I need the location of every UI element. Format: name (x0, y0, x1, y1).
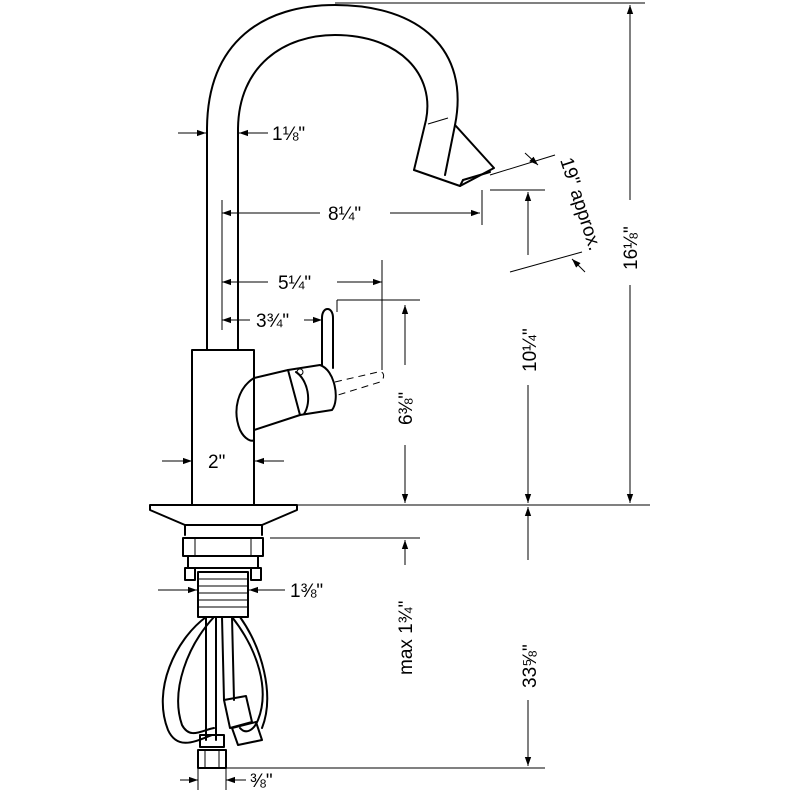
dim-spout-reach: 8¼" (328, 204, 361, 225)
supply-connection-fitting (199, 734, 225, 748)
spray-head (413, 124, 495, 187)
spout-gooseneck (206, 4, 459, 351)
dim-aerator-diameter: 1⅛" (272, 124, 305, 145)
handle-hub (235, 377, 255, 442)
supply-hose-right (231, 616, 264, 733)
faucet-body (191, 349, 255, 506)
dim-handle-reach: 5¼" (278, 273, 311, 294)
supply-hose-loop (161, 616, 213, 744)
handle-swing-dashed (334, 371, 385, 396)
dim-body-diameter: 2" (208, 452, 225, 473)
dim-handle-height: 6⅜" (396, 392, 417, 425)
dimension-labels: 1⅛" 8¼" 5¼" 3¾" 2" 1⅜" ⅜" 6⅜" max 1¾" 10… (208, 124, 642, 792)
dim-spout-height: 10¼" (520, 328, 541, 372)
dim-supply-connection: ⅜" (250, 771, 273, 792)
dimension-lines (158, 2, 650, 790)
dim-pullout-length: 19" approx. (555, 155, 605, 253)
dim-max-deck-thickness: max 1¾" (396, 601, 417, 675)
spout-gooseneck-inner (237, 34, 429, 351)
handle-lever (321, 308, 334, 369)
dim-overall-height: 16⅛" (621, 226, 642, 270)
dim-hose-length: 33⅝" (520, 644, 541, 688)
deck-plate (149, 504, 298, 526)
faucet-outline (149, 4, 495, 769)
dim-handle-offset: 3¾" (256, 311, 289, 332)
dim-shank-diameter: 1⅜" (290, 581, 323, 602)
